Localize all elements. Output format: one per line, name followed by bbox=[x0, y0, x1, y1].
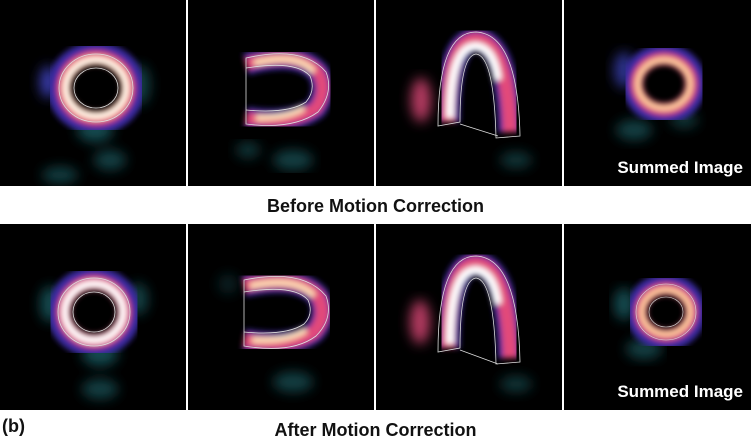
short-axis-slice bbox=[0, 0, 186, 186]
summed-image-panel: Summed Image bbox=[564, 0, 751, 186]
horizontal-long-axis-slice bbox=[188, 0, 374, 186]
row-after: Summed Image bbox=[0, 224, 751, 410]
horizontal-long-axis-slice bbox=[188, 224, 374, 410]
short-axis-slice bbox=[0, 224, 186, 410]
caption-before: Before Motion Correction bbox=[266, 196, 484, 216]
summed-image-panel: Summed Image bbox=[564, 224, 751, 410]
panel-letter: (b) bbox=[2, 416, 25, 436]
row-before: Summed Image bbox=[0, 0, 751, 186]
summed-image-label: Summed Image bbox=[617, 158, 743, 177]
vertical-long-axis-slice bbox=[376, 224, 562, 410]
caption-after: After Motion Correction bbox=[274, 420, 477, 440]
vertical-long-axis-slice bbox=[376, 0, 562, 186]
summed-image-label: Summed Image bbox=[617, 382, 743, 401]
